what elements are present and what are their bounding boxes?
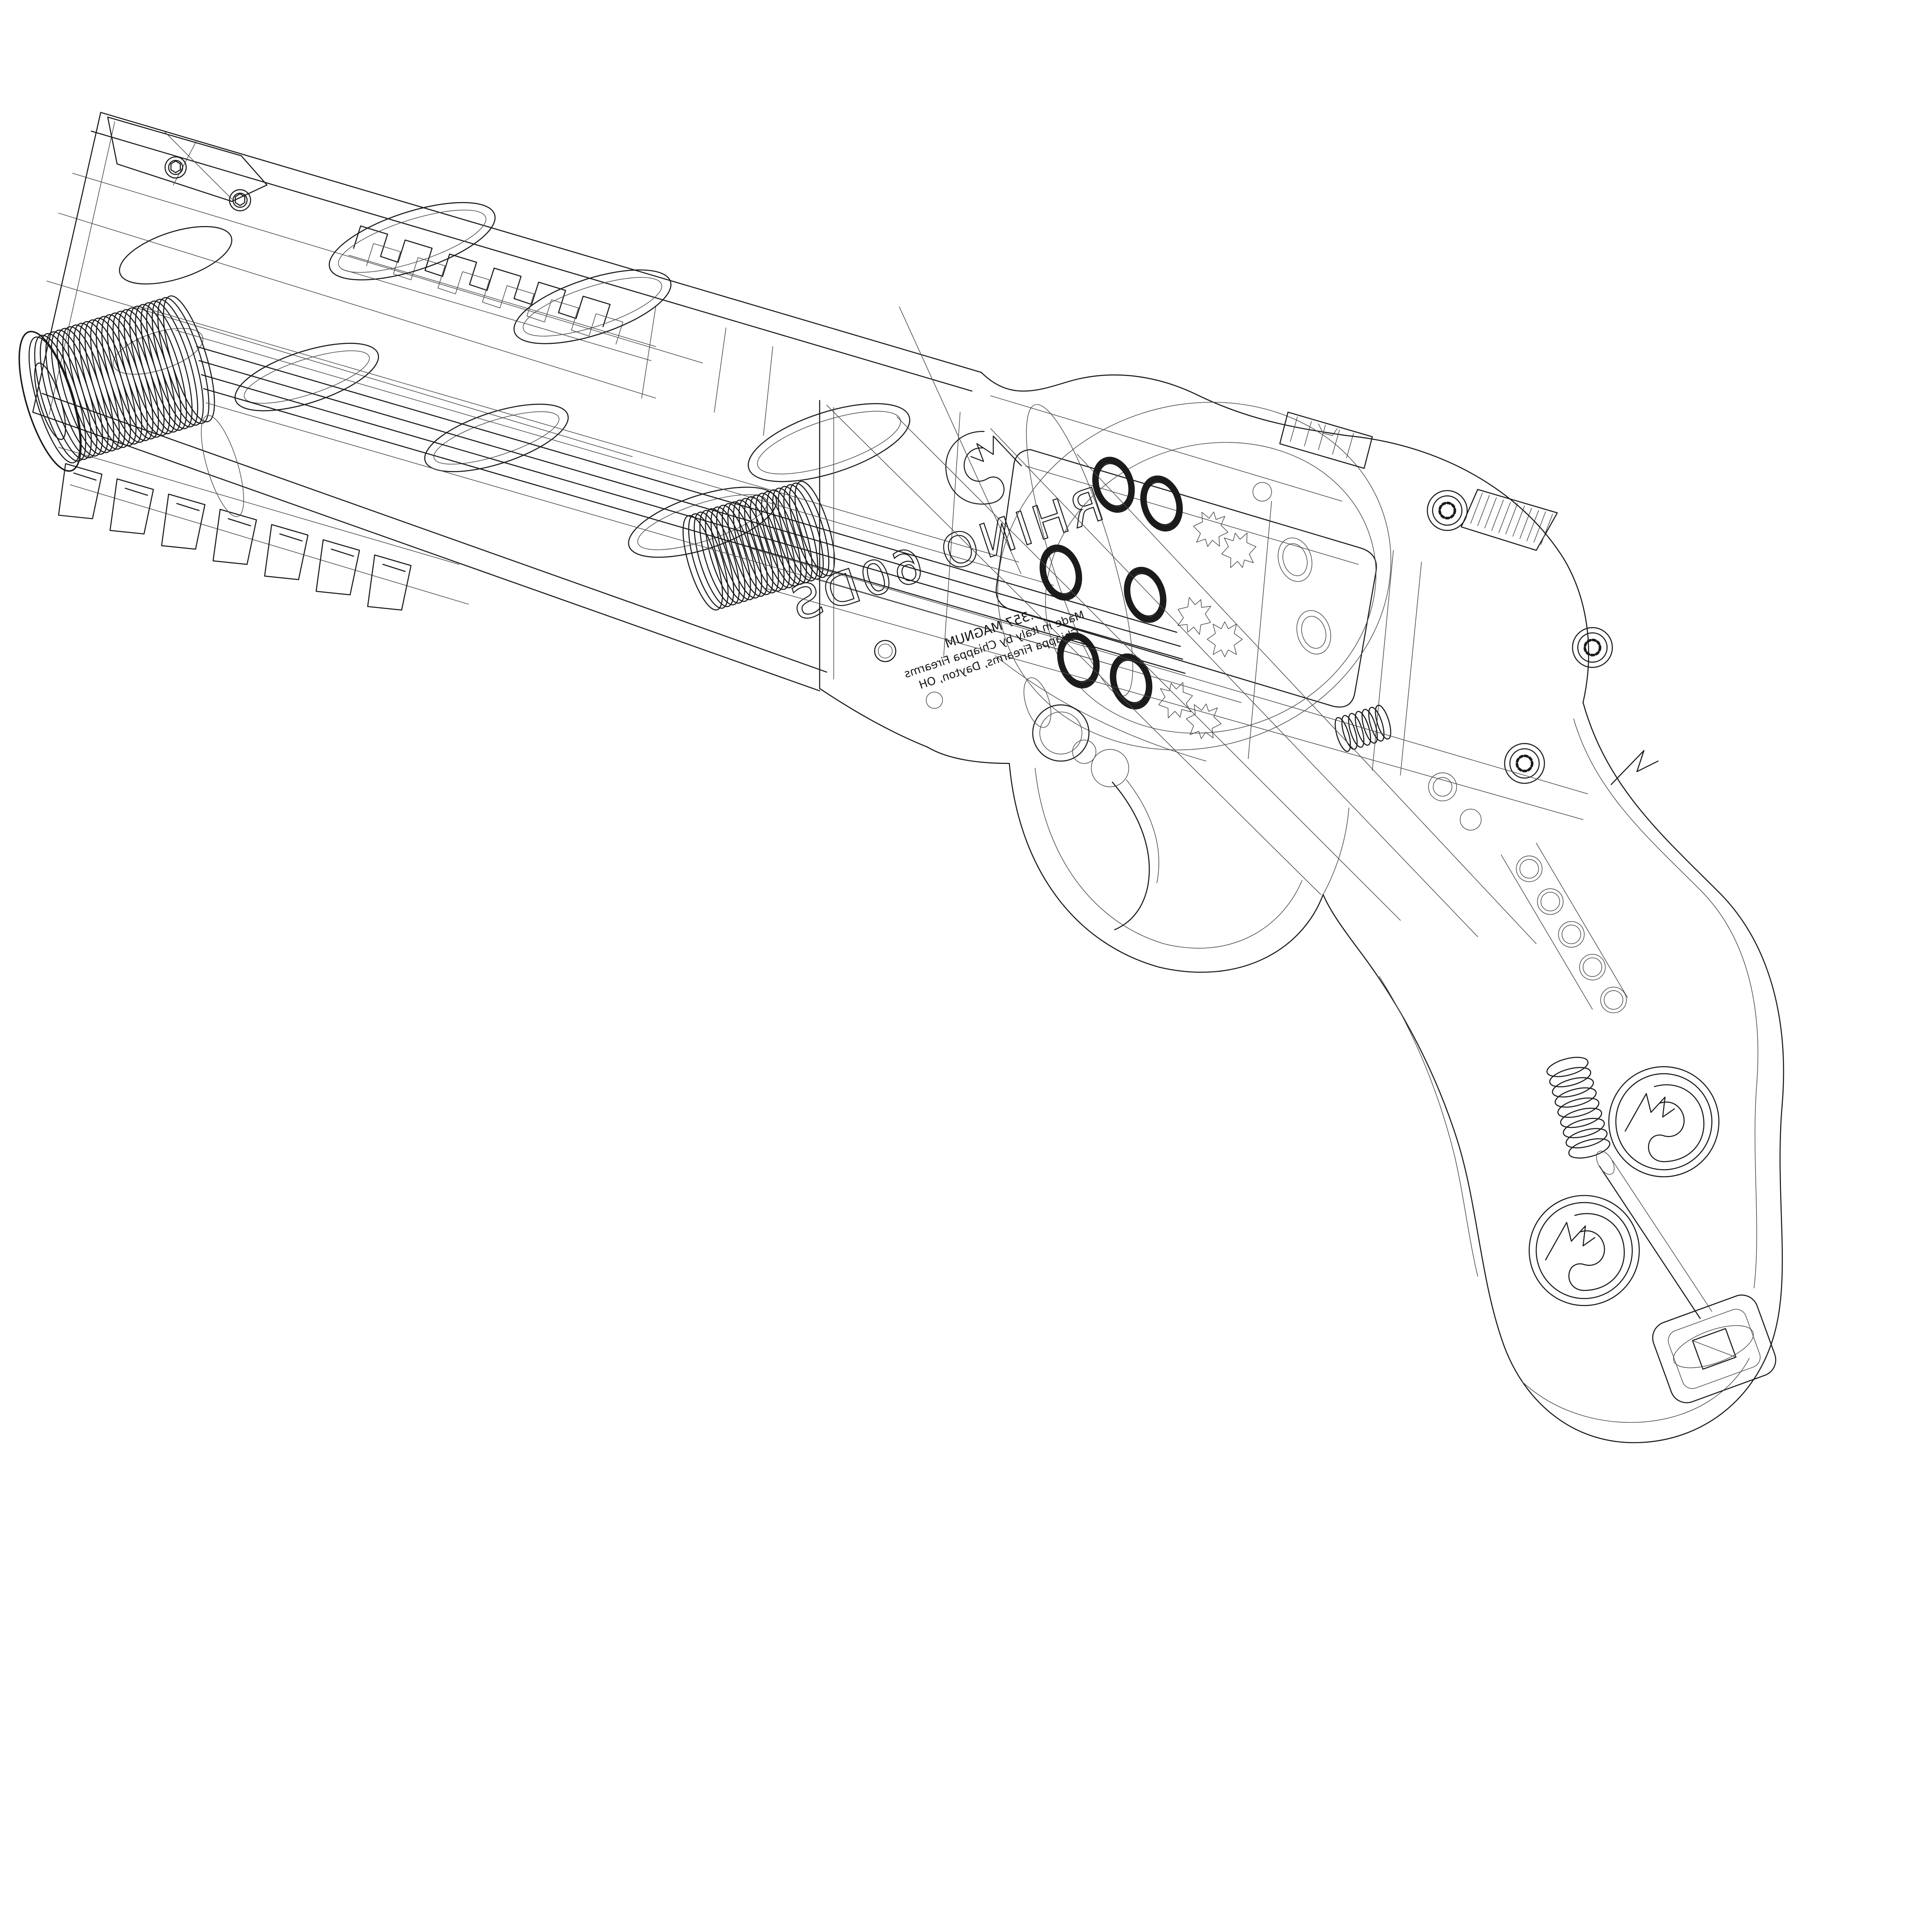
mainspring-coil <box>1544 1053 1612 1163</box>
engraving-model-text: RHINO 60DS <box>781 477 1110 633</box>
canvas: RHINO 60DS .357 MAGNUM Made in Italy by … <box>18 112 1784 1443</box>
frame-screw-icon <box>1573 628 1612 667</box>
shroud-oval-cutouts <box>113 202 910 558</box>
trigger-assembly <box>927 746 1349 973</box>
mainspring-guide-rod <box>1599 1165 1701 1319</box>
frame-screw-icon <box>1505 743 1544 783</box>
top-rail-teeth <box>342 225 656 361</box>
front-sight-screw-icon <box>164 156 187 179</box>
grip <box>1322 702 1784 1443</box>
rear-sight <box>1279 412 1373 469</box>
rhino-60ds-wireframe-drawing: RHINO 60DS .357 MAGNUM Made in Italy by … <box>18 112 1784 1443</box>
muzzle-spring-coil <box>18 290 226 472</box>
frame-screw-icon <box>1427 491 1467 531</box>
grip-medallion-rhino <box>1609 1067 1719 1177</box>
lanyard-block <box>1652 1294 1776 1403</box>
hammer-spur <box>1611 750 1659 785</box>
muzzle-retainer-ring <box>201 415 244 517</box>
hammer-spring-plug <box>1331 703 1395 754</box>
front-sight-screw-icon <box>229 189 252 211</box>
rhino-logo-engraving <box>937 422 1029 513</box>
case-mouth-crimps <box>1153 508 1331 742</box>
cylinder <box>997 402 1391 787</box>
grip-medallion-rhino <box>1529 1196 1639 1306</box>
barrel-shroud <box>32 112 1347 692</box>
construction-lines <box>749 405 1588 944</box>
front-sight <box>107 116 268 211</box>
rear-frame <box>1279 412 1659 831</box>
bottom-rail-teeth <box>58 463 412 611</box>
lockwork-hole-band <box>1501 842 1628 1014</box>
trigger <box>1112 779 1159 930</box>
